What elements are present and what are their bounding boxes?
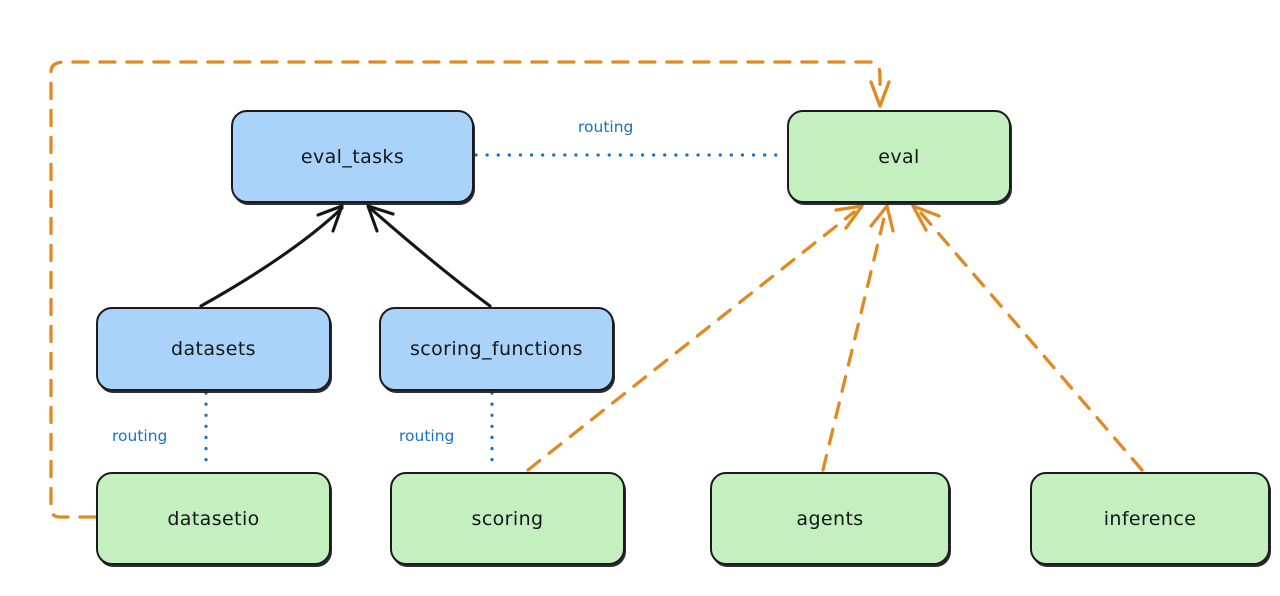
edge-scoring-to-eval xyxy=(526,204,864,472)
node-label-inference: inference xyxy=(1103,507,1197,530)
node-scoring[interactable]: scoring xyxy=(390,472,625,565)
node-label-scoring-functions: scoring_functions xyxy=(410,338,583,360)
node-scoring-functions[interactable]: scoring_functions xyxy=(379,307,614,391)
edge-agents-to-eval xyxy=(821,204,895,472)
edge-scoring_functions-to-eval_tasks xyxy=(366,204,492,308)
node-label-scoring: scoring xyxy=(471,507,544,530)
node-label-datasets: datasets xyxy=(171,338,256,360)
node-agents[interactable]: agents xyxy=(710,472,950,565)
node-inference[interactable]: inference xyxy=(1030,472,1270,565)
node-label-agents: agents xyxy=(796,507,864,530)
node-label-datasetio: datasetio xyxy=(167,507,260,530)
node-datasetio[interactable]: datasetio xyxy=(96,472,331,565)
edge-label-routing-scoring: routing xyxy=(399,427,455,445)
node-eval[interactable]: eval xyxy=(787,110,1011,203)
node-label-eval: eval xyxy=(878,145,920,168)
edge-inference-to-eval xyxy=(911,204,1144,472)
edge-datasetio-to-eval xyxy=(49,60,891,519)
edge-datasets-to-eval_tasks xyxy=(199,204,344,308)
edge-label-routing-datasets: routing xyxy=(112,427,168,445)
node-datasets[interactable]: datasets xyxy=(96,307,331,391)
node-eval-tasks[interactable]: eval_tasks xyxy=(231,110,474,203)
edge-label-routing-eval: routing xyxy=(578,118,634,136)
node-label-eval-tasks: eval_tasks xyxy=(300,145,405,168)
